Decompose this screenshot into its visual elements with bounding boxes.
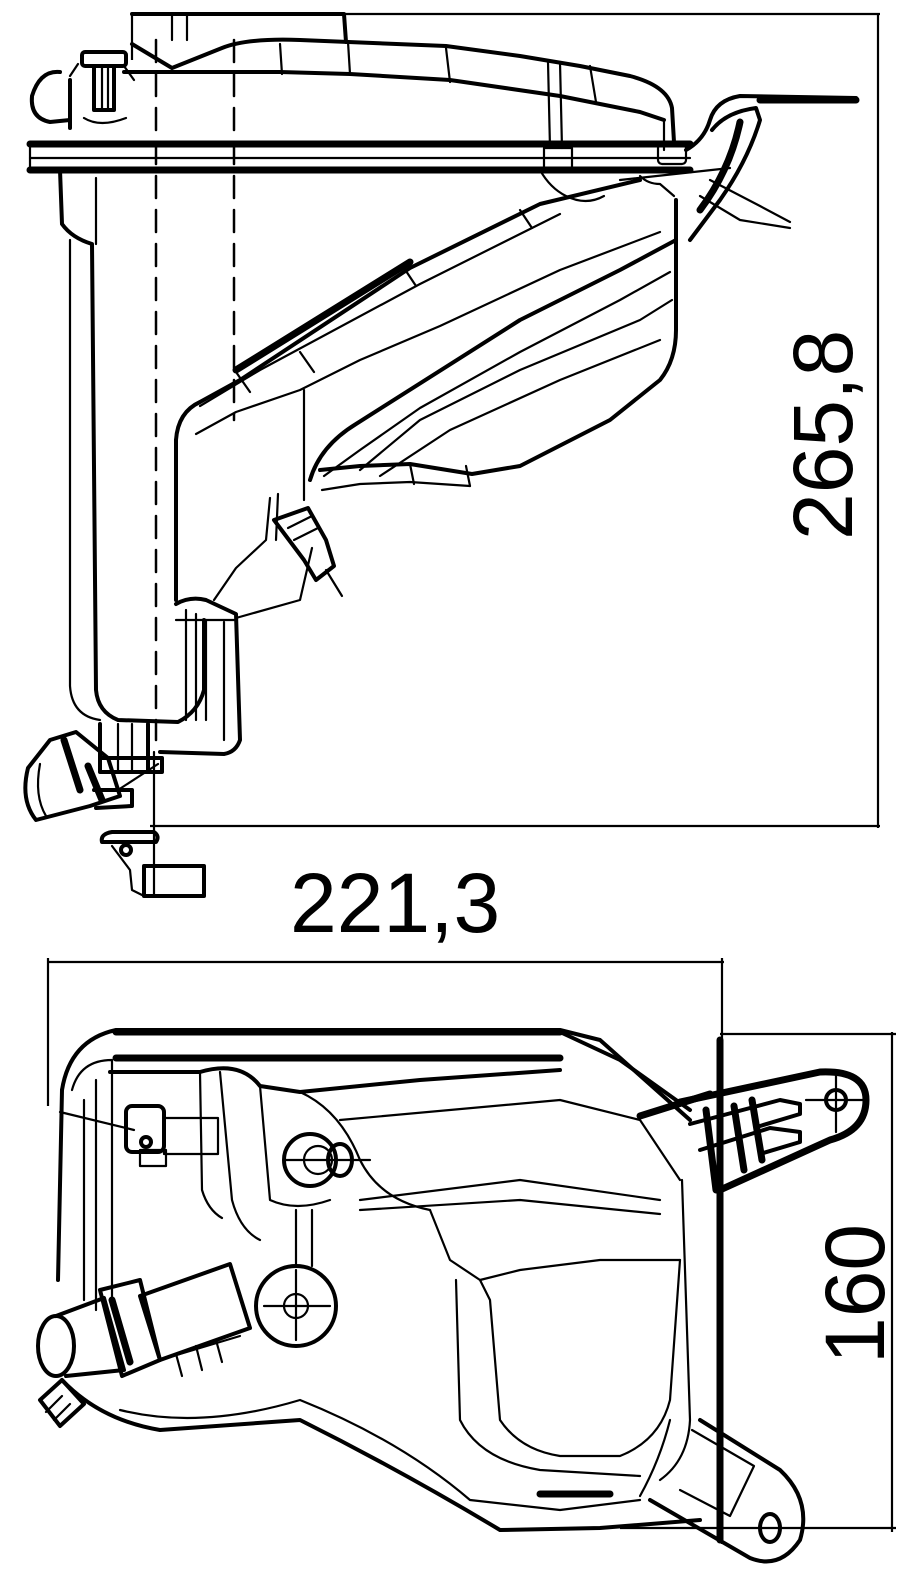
- side-view: 265,8: [23, 12, 880, 898]
- lower-port: [254, 1208, 338, 1348]
- bottom-mount-tab: [99, 750, 206, 898]
- tank-lid: [122, 37, 676, 172]
- length-dimension-label: 221,3: [290, 856, 500, 950]
- hose-bracket: [618, 94, 860, 242]
- level-sensor-top: [36, 1262, 252, 1428]
- tank-flange: [26, 140, 694, 174]
- tank-outline-top: [56, 1028, 702, 1532]
- height-dimension-label: 265,8: [776, 330, 870, 540]
- tank-inner-features: [108, 1036, 724, 1544]
- lower-outlet: [98, 546, 314, 774]
- upper-spigot: [282, 1132, 372, 1188]
- temp-sensor-boss: [58, 1104, 220, 1168]
- top-view: 160: [36, 958, 902, 1564]
- height-dimension-lines: [130, 12, 880, 828]
- level-sensor-connector: [23, 730, 160, 822]
- side-spigot: [212, 492, 344, 602]
- filler-cap: [29, 12, 348, 130]
- width-dimension-label: 160: [808, 1224, 902, 1364]
- lower-mount-tab: [638, 1418, 806, 1564]
- right-mount-arm: [636, 1068, 870, 1194]
- tank-body-diagonal: [174, 168, 678, 602]
